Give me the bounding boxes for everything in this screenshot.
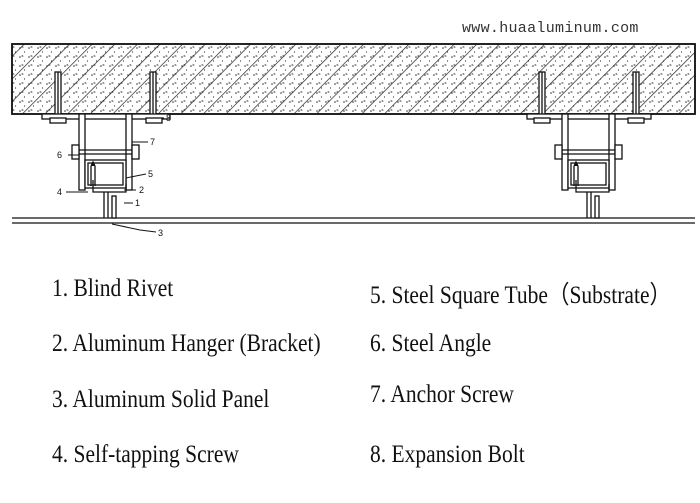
callout-labels: 1 2 3 4 5 6 7 8 <box>57 113 171 238</box>
hanger-assembly-right <box>526 71 652 219</box>
legend-item-6: 6. Steel Angle <box>370 330 492 357</box>
callout-7: 7 <box>150 137 155 147</box>
aluminum-solid-panel <box>12 217 695 224</box>
legend-item-1: 1. Blind Rivet <box>52 275 174 302</box>
legend-item-2: 2. Aluminum Hanger (Bracket) <box>52 330 321 357</box>
callout-3: 3 <box>158 228 163 238</box>
callout-4: 4 <box>57 187 62 197</box>
hanger-assembly-left <box>41 71 171 219</box>
legend-item-8: 8. Expansion Bolt <box>370 441 525 468</box>
callout-2: 2 <box>139 185 144 195</box>
callout-leaders <box>66 117 164 233</box>
callout-8: 8 <box>166 113 171 123</box>
callout-5: 5 <box>148 169 153 179</box>
legend-item-3: 3. Aluminum Solid Panel <box>52 386 270 413</box>
legend-item-7: 7. Anchor Screw <box>370 381 514 408</box>
callout-1: 1 <box>135 198 140 208</box>
website-watermark: www.huaaluminum.com <box>462 20 639 37</box>
ceiling-section-diagram: 1 2 3 4 5 6 7 8 <box>11 43 696 238</box>
legend-item-4: 4. Self-tapping Screw <box>52 441 239 468</box>
callout-6: 6 <box>57 150 62 160</box>
concrete-slab <box>11 43 696 115</box>
legend-item-5: 5. Steel Square Tube（Substrate） <box>370 282 671 309</box>
